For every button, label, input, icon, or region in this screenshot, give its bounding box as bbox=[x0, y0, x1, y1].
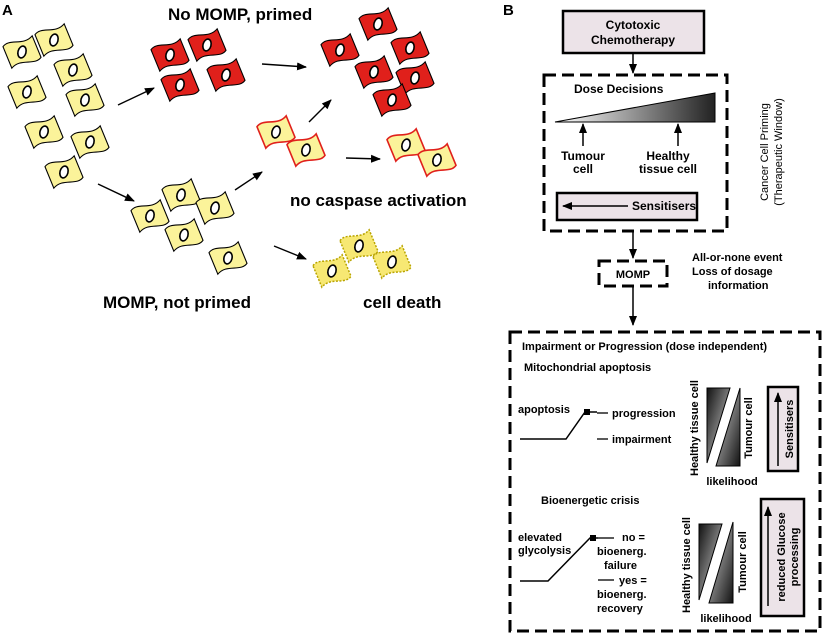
cell-icon bbox=[44, 154, 84, 190]
cell-icon bbox=[65, 82, 105, 118]
healthy-tissue-cell-label-2: Healthy tissue cell bbox=[681, 517, 693, 613]
panel-b-label: B bbox=[503, 2, 514, 19]
cell-icon bbox=[208, 240, 248, 276]
reduced-glucose-label-2: processing bbox=[789, 528, 801, 587]
healthy-likelihood-triangle bbox=[706, 387, 731, 464]
momp-box bbox=[597, 259, 669, 288]
cell-icon bbox=[256, 114, 296, 150]
momp-label: MOMP bbox=[616, 269, 650, 281]
cell-icon bbox=[417, 142, 457, 178]
apoptosis-label: apoptosis bbox=[518, 404, 570, 416]
chemotherapy-label-1: Cytotoxic bbox=[606, 18, 661, 32]
cell-icon bbox=[358, 6, 398, 42]
cell-group bbox=[2, 6, 457, 289]
progression-label: progression bbox=[612, 408, 676, 420]
elevated-label-1: elevated bbox=[518, 532, 562, 544]
healthy-cell-label-2: tissue cell bbox=[639, 162, 697, 176]
tumour-likelihood-triangle bbox=[715, 387, 741, 467]
healthy-cell-label-1: Healthy bbox=[646, 149, 690, 163]
cell-icon bbox=[195, 190, 235, 226]
chemotherapy-label-2: Chemotherapy bbox=[591, 33, 675, 47]
chemotherapy-box bbox=[561, 9, 706, 55]
arrow-icon bbox=[345, 154, 381, 163]
cell-icon bbox=[161, 177, 201, 213]
impairment-title: Impairment or Progression (dose independ… bbox=[522, 341, 767, 353]
cell-icon bbox=[34, 22, 74, 58]
cell-icon bbox=[70, 124, 110, 160]
sensitisers-box-2 bbox=[766, 385, 800, 473]
all-or-none-label-1: All-or-none event bbox=[692, 252, 783, 264]
priming-label-2: (Therapeutic Window) bbox=[773, 98, 785, 206]
cell-icon bbox=[150, 37, 190, 73]
no-branch-label-1: no = bbox=[622, 532, 645, 544]
cell-icon bbox=[164, 217, 204, 253]
sensitisers-label: Sensitisers bbox=[632, 199, 696, 213]
arrow-icon bbox=[308, 99, 332, 123]
arrow-icon bbox=[117, 87, 155, 106]
sensitisers-vertical-label: Sensitisers bbox=[784, 400, 796, 459]
mito-apoptosis-label: Mitochondrial apoptosis bbox=[524, 362, 651, 374]
cell-icon bbox=[130, 198, 170, 234]
arrow-icon bbox=[273, 245, 307, 260]
cell-icon bbox=[2, 34, 42, 70]
cell-icon bbox=[372, 82, 412, 118]
elevated-label-2: glycolysis bbox=[518, 545, 571, 557]
cell-icon bbox=[320, 32, 360, 68]
switch-node bbox=[584, 409, 590, 415]
bioenergetic-label: Bioenergetic crisis bbox=[541, 495, 639, 507]
likelihood-label-2: likelihood bbox=[700, 613, 751, 625]
yes-branch-label-3: recovery bbox=[597, 603, 644, 615]
cell-icon bbox=[312, 253, 352, 289]
impairment-box bbox=[508, 330, 822, 633]
cell-icon bbox=[206, 57, 246, 93]
no-momp-primed-label: No MOMP, primed bbox=[168, 5, 312, 24]
priming-label-1: Cancer Cell Priming bbox=[759, 103, 771, 201]
dose-decisions-label: Dose Decisions bbox=[574, 82, 664, 96]
cell-icon bbox=[339, 228, 379, 264]
tumour-cell-label-1: Tumour bbox=[561, 149, 605, 163]
all-or-none-label-2: Loss of dosage bbox=[692, 266, 773, 278]
reduced-glucose-label-1: reduced Glucose bbox=[776, 512, 788, 601]
switch-node-2 bbox=[590, 535, 596, 541]
cell-death-label: cell death bbox=[363, 293, 441, 312]
cell-icon bbox=[286, 132, 326, 168]
cell-icon bbox=[395, 60, 435, 96]
cell-icon bbox=[372, 244, 412, 280]
apoptosis-switch-line bbox=[520, 411, 597, 440]
cell-icon bbox=[354, 54, 394, 90]
tumour-likelihood-triangle-2 bbox=[708, 521, 734, 604]
healthy-likelihood-triangle-2 bbox=[698, 523, 723, 601]
arrow-icon bbox=[97, 183, 135, 202]
no-branch-label-3: failure bbox=[604, 560, 637, 572]
dose-decision-box bbox=[542, 73, 729, 233]
cell-icon bbox=[160, 67, 200, 103]
tumour-cell-vertical-label-2: Tumour cell bbox=[737, 531, 749, 593]
cell-icon bbox=[53, 52, 93, 88]
yes-branch-label-1: yes = bbox=[619, 575, 647, 587]
cell-icon bbox=[7, 74, 47, 110]
arrow-icon bbox=[261, 62, 307, 71]
all-or-none-label-3: information bbox=[708, 280, 769, 292]
panel-a-arrows bbox=[97, 62, 381, 260]
momp-not-primed-label: MOMP, not primed bbox=[103, 293, 251, 312]
likelihood-label: likelihood bbox=[706, 476, 757, 488]
cell-icon bbox=[187, 27, 227, 63]
cell-icon bbox=[390, 30, 430, 66]
arrow-icon bbox=[234, 171, 263, 191]
impairment-label: impairment bbox=[612, 434, 672, 446]
panel-a-label: A bbox=[2, 2, 13, 19]
dose-wedge bbox=[554, 92, 716, 123]
no-branch-label-2: bioenerg. bbox=[597, 546, 647, 558]
cell-icon bbox=[24, 114, 64, 150]
yes-branch-label-2: bioenerg. bbox=[597, 589, 647, 601]
tumour-cell-label-2: cell bbox=[573, 162, 593, 176]
no-caspase-label: no caspase activation bbox=[290, 191, 467, 210]
healthy-tissue-cell-label: Healthy tissue cell bbox=[689, 380, 701, 476]
tumour-cell-vertical-label: Tumour cell bbox=[743, 397, 755, 459]
